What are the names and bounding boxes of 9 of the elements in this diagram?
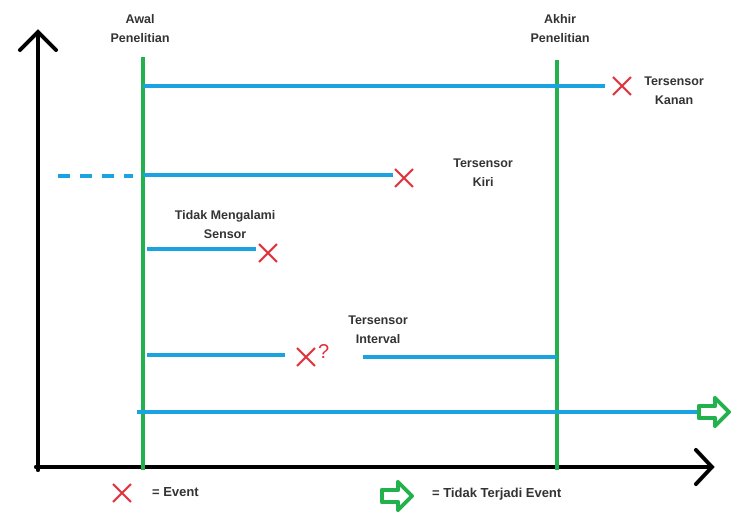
question-mark: ? bbox=[318, 343, 330, 362]
annotation-label: Tersensor Kiri bbox=[452, 155, 514, 191]
legend-label: = Tidak Terjadi Event bbox=[432, 485, 562, 500]
annotation-label: Tersensor Kanan bbox=[643, 73, 705, 109]
annotation-label: Tersensor Interval bbox=[347, 312, 409, 348]
legend-label: = Event bbox=[152, 484, 199, 499]
annotation-label: Awal Penelitian bbox=[109, 11, 171, 47]
annotation-label: Akhir Penelitian bbox=[529, 11, 591, 47]
annotation-label: Tidak Mengalami Sensor bbox=[174, 207, 276, 243]
